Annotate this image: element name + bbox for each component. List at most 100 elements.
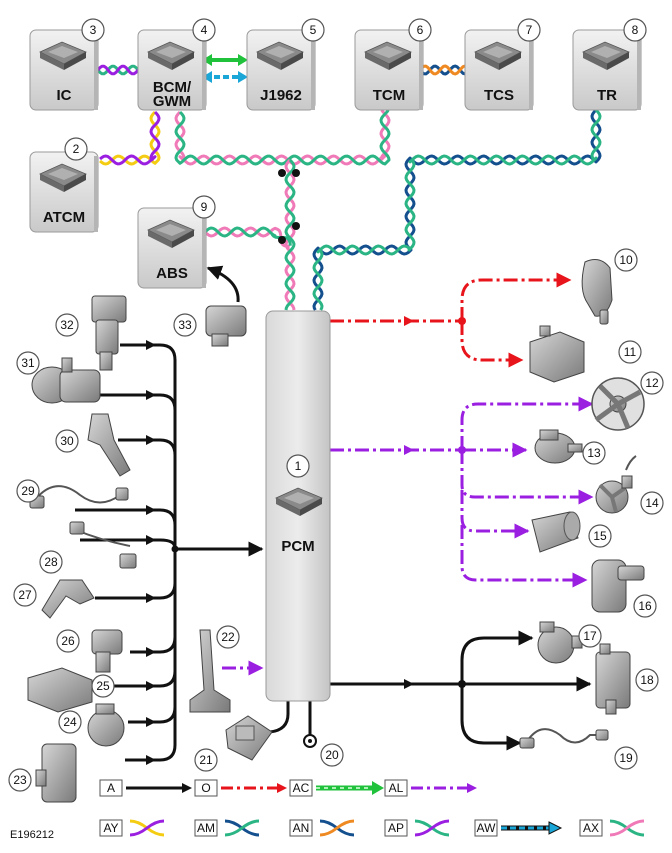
component-21-icon xyxy=(225,715,273,761)
callout-3: 3 xyxy=(81,18,105,42)
module-atcm[interactable]: ATCM xyxy=(29,151,99,233)
callout-8-circle xyxy=(623,18,647,42)
callout-30: 30 xyxy=(55,429,79,453)
callout-12-circle xyxy=(640,371,664,395)
component-30-icon xyxy=(87,413,131,477)
callout-15-number: 15 xyxy=(593,529,607,543)
key-an-box xyxy=(289,819,313,837)
bus-ap-ic-bcm xyxy=(96,64,140,76)
callout-33: 33 xyxy=(173,313,197,337)
bus-splice-4 xyxy=(292,222,300,230)
callout-25-circle xyxy=(91,674,115,698)
callout-26: 26 xyxy=(56,629,80,653)
key-ay: AY xyxy=(99,819,165,837)
pcm-module[interactable]: PCM xyxy=(265,310,331,702)
key-arrow xyxy=(548,821,563,835)
callout-13-circle xyxy=(582,441,606,465)
key-aw-code: AW xyxy=(477,821,497,835)
red-to-10 xyxy=(460,272,572,321)
key-o: O xyxy=(194,779,287,797)
callout-29-circle xyxy=(16,479,40,503)
module-chip-icon xyxy=(147,219,195,248)
callout-24-number: 24 xyxy=(63,715,77,729)
bus-splice-1 xyxy=(278,169,286,177)
module-bcm[interactable]: BCM/GWM xyxy=(137,29,207,111)
callout-6: 6 xyxy=(408,18,432,42)
module-chip-icon xyxy=(39,163,87,192)
callout-23: 23 xyxy=(8,768,32,792)
callout-27: 27 xyxy=(13,583,37,607)
component-16-icon xyxy=(591,559,645,613)
component-24-icon xyxy=(87,703,125,747)
module-tr-shade xyxy=(637,34,641,110)
key-am-box xyxy=(194,819,218,837)
key-aw-box xyxy=(474,819,498,837)
bus-splice-3 xyxy=(278,236,286,244)
module-boxes: IC BCM/GWM J1962 TCM TCS TR ATCM ABS xyxy=(29,29,642,289)
input-bus-trunk xyxy=(120,343,177,762)
callout-6-number: 6 xyxy=(417,23,424,37)
bus-ax-bcm-tcm-wire-a xyxy=(174,109,391,166)
callout-11-circle xyxy=(618,340,642,364)
callout-32: 32 xyxy=(55,313,79,337)
key-am-code: AM xyxy=(197,821,215,835)
callout-3-circle xyxy=(81,18,105,42)
input-branch-25 xyxy=(85,670,177,688)
module-ic[interactable]: IC xyxy=(29,29,99,111)
callout-29: 29 xyxy=(16,479,40,503)
key-arrow xyxy=(372,781,384,795)
pcm-to-fuse-21 xyxy=(269,700,290,734)
callout-5-number: 5 xyxy=(310,23,317,37)
ground-point-20 xyxy=(303,734,317,748)
module-bcm-label-line2: GWM xyxy=(153,93,191,110)
input-branch-26 xyxy=(130,636,177,654)
callout-16-number: 16 xyxy=(638,599,652,613)
callout-6-circle xyxy=(408,18,432,42)
component-15-icon xyxy=(531,511,581,553)
callout-9-number: 9 xyxy=(201,200,208,214)
callout-7: 7 xyxy=(517,18,541,42)
component-10-icon xyxy=(581,259,613,325)
callout-25: 25 xyxy=(91,674,115,698)
key-ap: AP xyxy=(384,819,450,837)
callout-16: 16 xyxy=(633,594,657,618)
callout-22: 22 xyxy=(216,625,240,649)
module-tr[interactable]: TR xyxy=(572,29,642,111)
component-29-icon xyxy=(29,485,129,509)
module-tcs[interactable]: TCS xyxy=(464,29,534,111)
key-a-box xyxy=(99,779,123,797)
callout-31-number: 31 xyxy=(21,356,35,370)
module-tcm[interactable]: TCM xyxy=(354,29,424,111)
sensor-33-to-abs xyxy=(206,265,240,303)
component-22-icon xyxy=(189,629,231,713)
key-arrow xyxy=(277,783,287,793)
component-13-icon xyxy=(534,429,583,464)
module-j1962-label: J1962 xyxy=(260,87,302,104)
callout-26-number: 26 xyxy=(61,634,75,648)
bus-ax-abs-wire-a xyxy=(203,226,290,248)
component-28-icon xyxy=(69,521,137,569)
module-atcm-label: ATCM xyxy=(43,209,85,226)
module-tr-label: TR xyxy=(597,87,617,104)
module-abs[interactable]: ABS xyxy=(137,207,207,289)
module-abs-label: ABS xyxy=(156,265,188,282)
module-chip-icon xyxy=(582,41,630,70)
module-chip-icon xyxy=(39,41,87,70)
purple-to-16 xyxy=(460,525,588,588)
module-bcm-label-line1: BCM/ xyxy=(153,79,192,96)
key-ay-code: AY xyxy=(103,821,118,835)
callout-8: 8 xyxy=(623,18,647,42)
callout-19-circle xyxy=(614,746,638,770)
link-aw-arrow-left xyxy=(202,71,212,83)
module-j1962[interactable]: J1962 xyxy=(246,29,316,111)
module-tcm-shade xyxy=(419,34,423,110)
callout-30-circle xyxy=(55,429,79,453)
callout-7-circle xyxy=(517,18,541,42)
callout-19: 19 xyxy=(614,746,638,770)
callout-20-number: 20 xyxy=(325,748,339,762)
callout-28-number: 28 xyxy=(44,555,58,569)
bus-an-tcm-tcs-wire-b xyxy=(418,64,466,76)
callout-31-circle xyxy=(16,351,40,375)
